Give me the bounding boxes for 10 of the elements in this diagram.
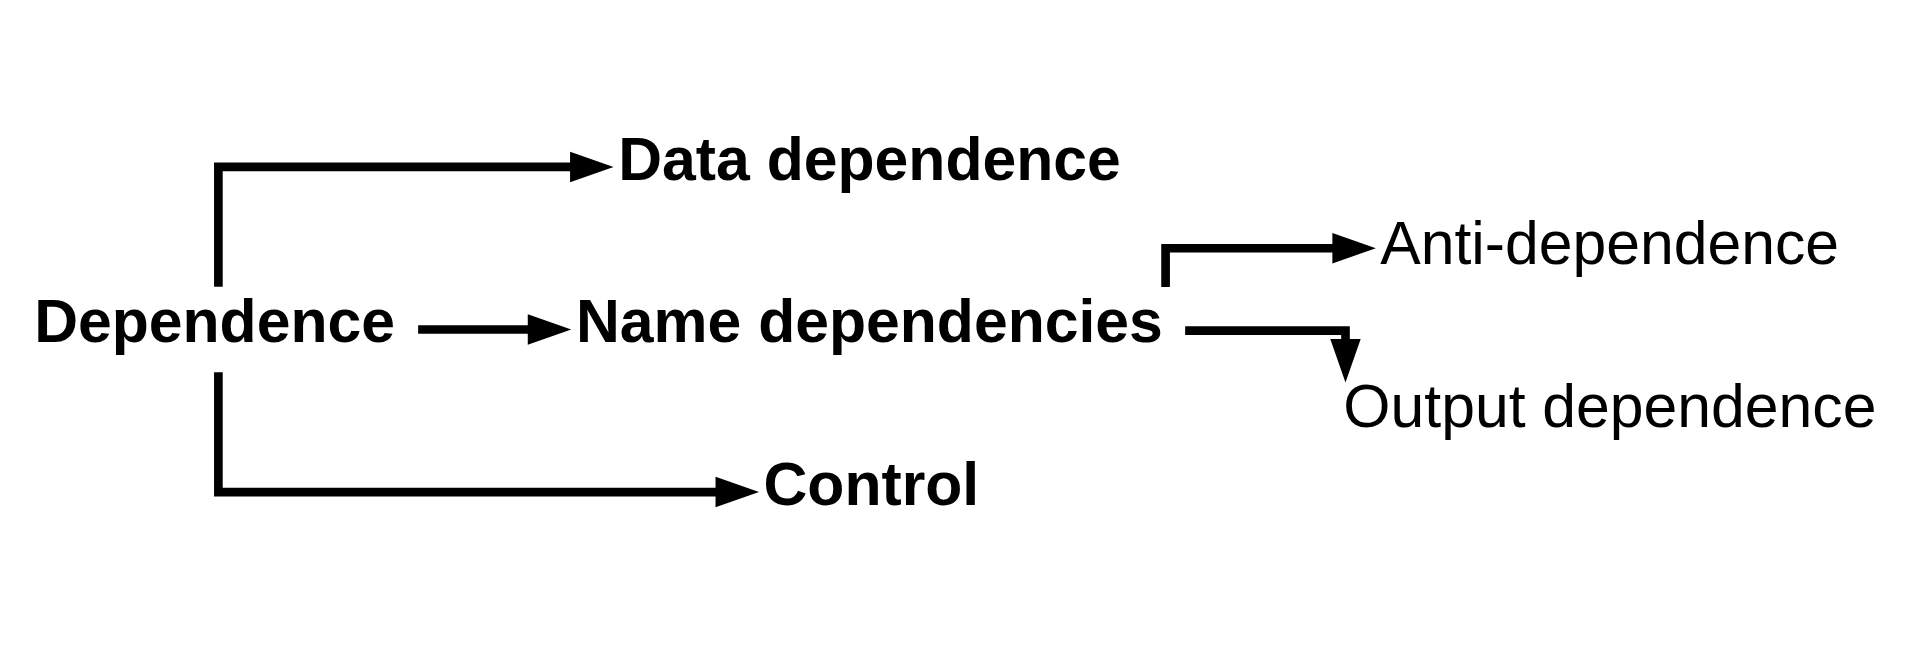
node-text: Dependence (34, 286, 396, 355)
arrow (214, 371, 759, 507)
node-text: Output dependence (1343, 371, 1877, 440)
arrow (214, 151, 614, 287)
arrow (418, 313, 572, 345)
node-text: Data dependence (618, 124, 1121, 193)
node-text: Anti-dependence (1380, 208, 1840, 277)
node-text: Control (763, 449, 980, 518)
arrow (1185, 325, 1361, 382)
node-text: Name dependencies (576, 286, 1163, 355)
